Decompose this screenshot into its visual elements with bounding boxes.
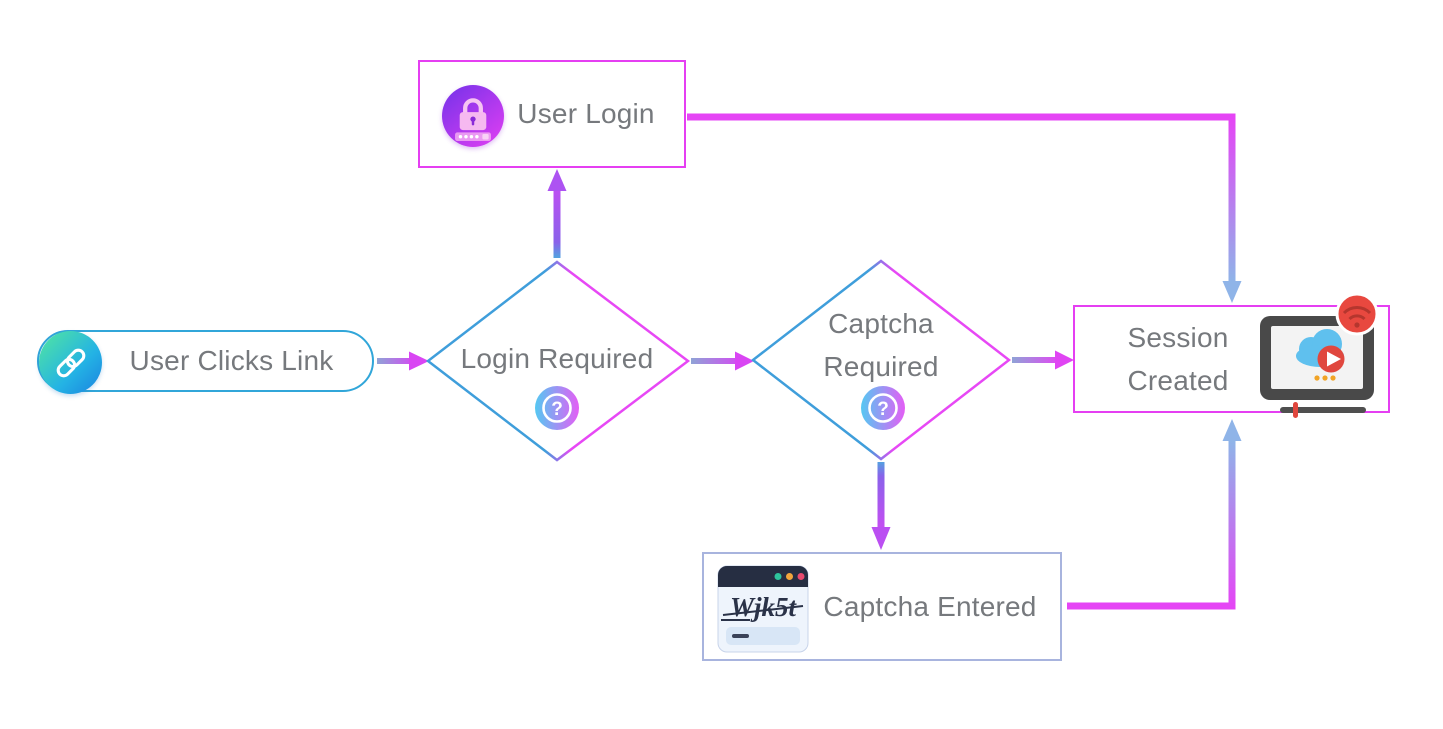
node-login-required-shape[interactable] bbox=[425, 260, 691, 462]
node-user-clicks-link-label: User Clicks Link bbox=[129, 345, 334, 376]
node-user-login-label: User Login bbox=[517, 98, 655, 129]
edge-captcha-required-to-session-created[interactable] bbox=[1012, 350, 1074, 370]
node-session-created-label: Session Created bbox=[1127, 322, 1229, 396]
streaming-monitor-icon bbox=[1254, 292, 1386, 422]
link-icon bbox=[39, 331, 102, 394]
edge-captcha-required-to-captcha-entered[interactable] bbox=[871, 462, 891, 550]
svg-text:?: ? bbox=[877, 399, 889, 420]
edge-captcha-entered-to-session-created[interactable] bbox=[1067, 419, 1242, 610]
edge-login-required-to-captcha-required[interactable] bbox=[691, 351, 754, 371]
node-captcha-required-label: Captcha Required bbox=[823, 308, 939, 382]
edge-user-login-to-session-created[interactable] bbox=[687, 113, 1242, 304]
svg-text:?: ? bbox=[551, 399, 563, 420]
question-icon: ? bbox=[535, 386, 579, 430]
node-captcha-entered-label: Captcha Entered bbox=[823, 590, 1037, 622]
node-session-created[interactable]: Session Created bbox=[1073, 292, 1390, 418]
edge-user-clicks-link-to-login-required[interactable] bbox=[377, 351, 429, 371]
captcha-browser-icon: Wjk5t bbox=[716, 564, 810, 654]
node-captcha-required-shape[interactable] bbox=[750, 259, 1012, 461]
lock-password-icon bbox=[442, 85, 504, 147]
question-icon: ? bbox=[861, 386, 905, 430]
node-login-required-label: Login Required bbox=[460, 343, 654, 374]
node-user-login[interactable]: User Login bbox=[418, 60, 686, 168]
node-captcha-entered[interactable]: Wjk5t Captcha Entered bbox=[702, 552, 1062, 661]
edge-login-required-to-user-login[interactable] bbox=[547, 169, 567, 258]
node-user-clicks-link[interactable]: User Clicks Link bbox=[37, 330, 374, 394]
